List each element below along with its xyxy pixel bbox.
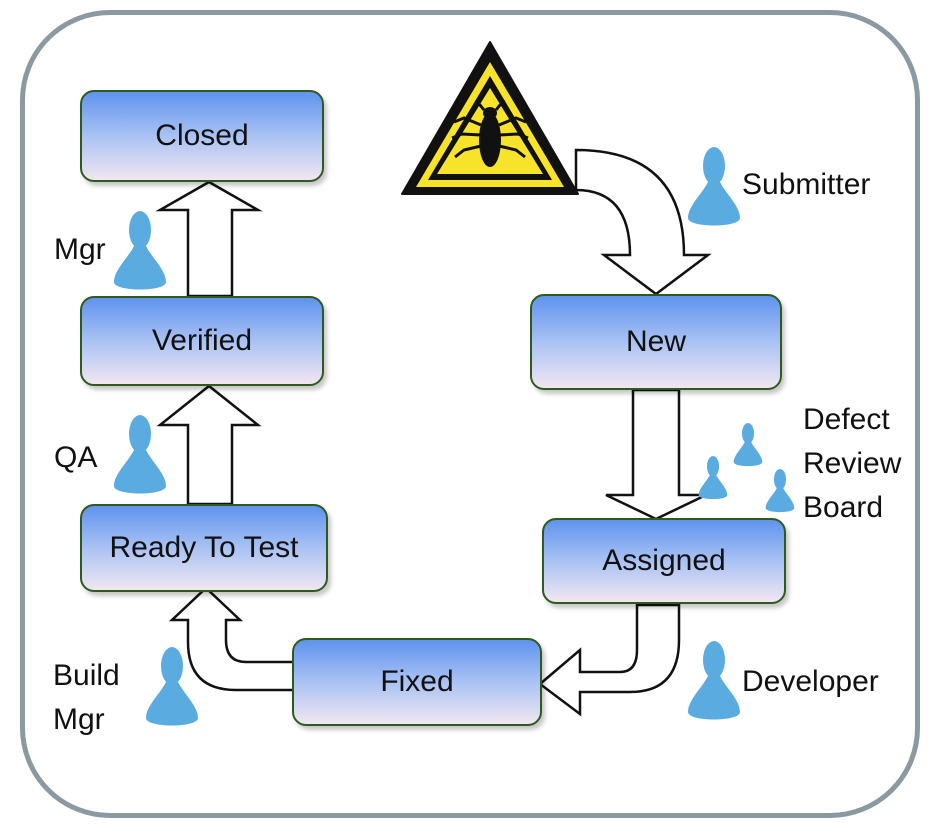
arrow-assigned-to-fixed (537, 603, 681, 717)
role-build-mgr: Build Mgr (53, 654, 120, 742)
state-fixed: Fixed (292, 638, 542, 726)
state-new-label: New (625, 325, 686, 358)
bug-head (483, 107, 497, 119)
role-mgr: Mgr (54, 233, 106, 266)
state-closed-label: Closed (155, 119, 249, 152)
state-ready-to-test-label: Ready To Test (109, 531, 299, 564)
state-verified: Verified (80, 296, 324, 386)
state-verified-label: Verified (151, 324, 253, 357)
role-build-mgr-line: Mgr (53, 703, 105, 736)
role-defect-review-board: Defect Review Board (803, 398, 901, 530)
board-person-icon (765, 468, 795, 513)
state-fixed-label: Fixed (380, 665, 454, 698)
qa-person-icon (114, 415, 166, 494)
arrow-ready-to-verified (156, 384, 262, 506)
arrow-verified-to-closed (155, 180, 263, 298)
bug-body (479, 113, 501, 167)
state-assigned-label: Assigned (602, 544, 726, 577)
state-assigned: Assigned (542, 518, 786, 604)
role-submitter: Submitter (742, 168, 871, 201)
role-build-mgr-line: Build (53, 659, 120, 692)
developer-person-icon (688, 641, 740, 720)
role-defect-review-board-line: Board (803, 491, 884, 524)
state-ready-to-test: Ready To Test (80, 504, 328, 592)
board-person-icon (698, 455, 728, 500)
board-person-icon (733, 422, 763, 467)
role-defect-review-board-line: Review (803, 447, 902, 480)
state-new: New (530, 294, 782, 390)
submitter-person-icon (688, 147, 740, 226)
arrow-bug-to-new (574, 148, 712, 296)
workflow-frame (20, 10, 920, 818)
role-defect-review-board-line: Defect (803, 403, 890, 436)
role-developer: Developer (742, 665, 879, 698)
mgr-person-icon (114, 211, 166, 290)
bug-warning-sign-icon (401, 41, 579, 195)
role-qa: QA (54, 441, 98, 474)
arrow-fixed-to-ready (168, 586, 296, 692)
arrow-new-to-assigned (605, 388, 707, 521)
state-closed: Closed (80, 90, 324, 182)
bug-icon (451, 99, 529, 159)
